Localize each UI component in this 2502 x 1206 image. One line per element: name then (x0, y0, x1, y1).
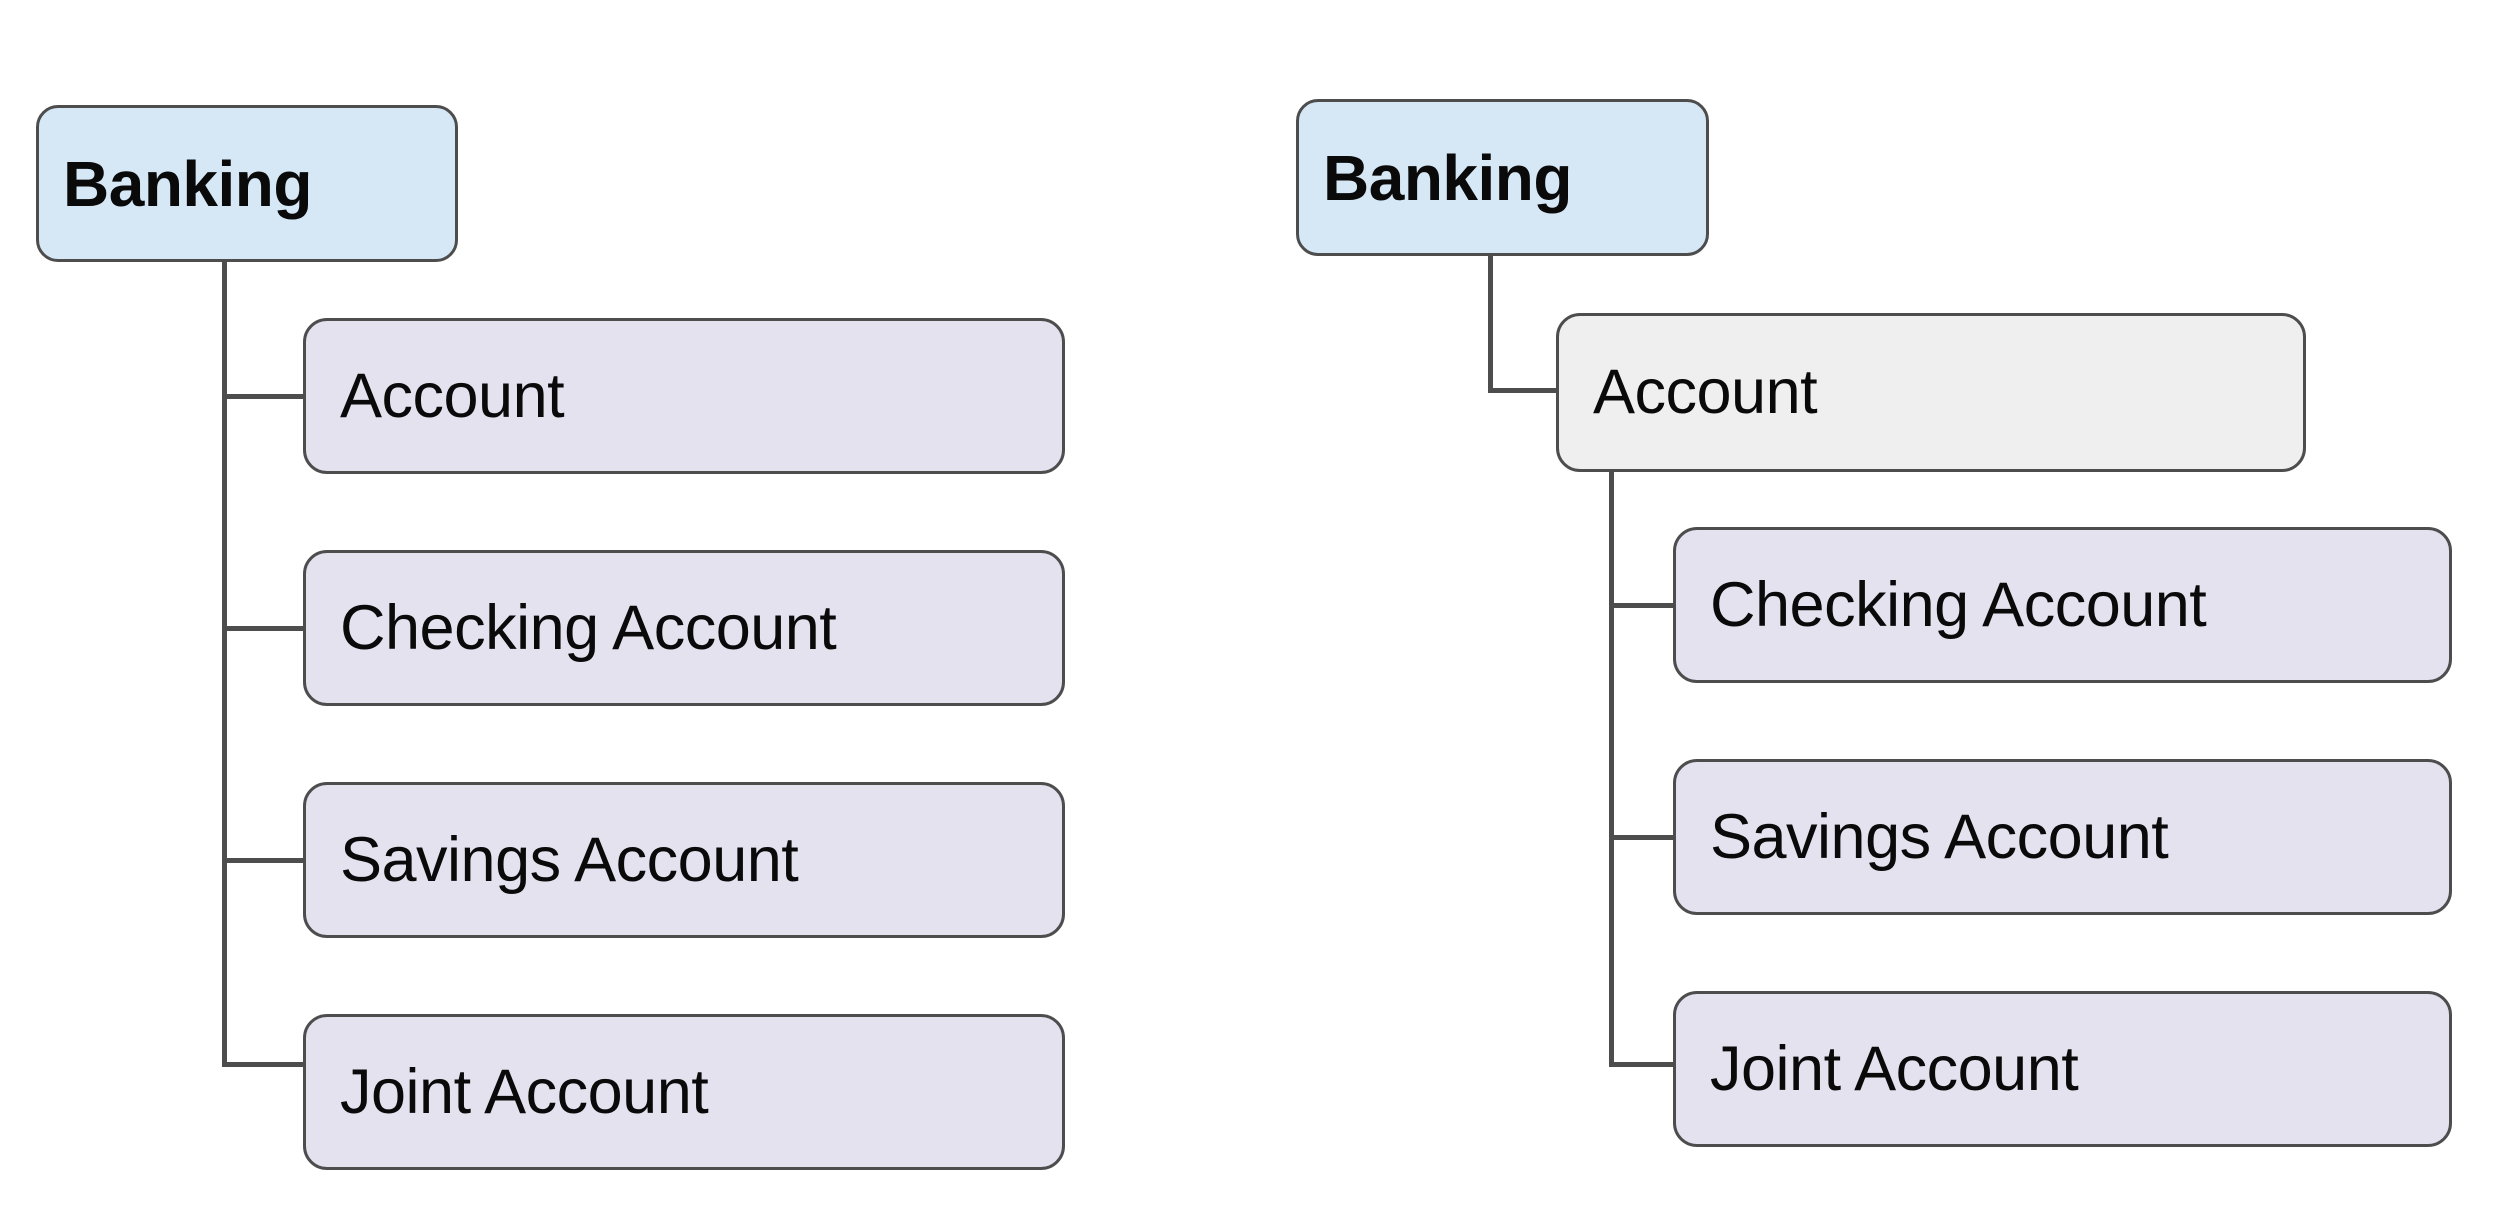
flat-tree-child-node-1[interactable]: Account (303, 318, 1065, 474)
nested-tree-child-connector-3 (1609, 1062, 1679, 1067)
flat-tree-child-label-4: Joint Account (340, 1056, 709, 1127)
nested-tree-root-label: Banking (1323, 141, 1572, 214)
flat-tree-connector-4 (222, 1062, 306, 1067)
flat-tree-child-label-2: Checking Account (340, 592, 837, 663)
nested-tree-child-connector-1 (1609, 603, 1679, 608)
flat-tree-root-label: Banking (63, 147, 312, 220)
nested-tree-branch-spine (1609, 472, 1614, 1067)
flat-tree-connector-3 (222, 858, 306, 863)
nested-tree-child-node-3[interactable]: Joint Account (1673, 991, 2452, 1147)
nested-tree-child-node-1[interactable]: Checking Account (1673, 527, 2452, 683)
flat-tree-child-label-3: Savings Account (340, 824, 799, 895)
flat-tree-connector-2 (222, 626, 306, 631)
flat-tree-root-node[interactable]: Banking (36, 105, 458, 262)
flat-tree-spine (222, 262, 227, 1067)
nested-tree-root-connector (1488, 388, 1560, 393)
flat-tree-child-node-2[interactable]: Checking Account (303, 550, 1065, 706)
nested-tree-root-node[interactable]: Banking (1296, 99, 1709, 256)
nested-tree-child-connector-2 (1609, 835, 1679, 840)
flat-tree-child-label-1: Account (340, 360, 565, 431)
flat-tree-child-node-3[interactable]: Savings Account (303, 782, 1065, 938)
flat-tree-child-node-4[interactable]: Joint Account (303, 1014, 1065, 1170)
nested-tree-branch-node[interactable]: Account (1556, 313, 2306, 472)
nested-tree-child-label-3: Joint Account (1710, 1033, 2079, 1104)
nested-tree-child-node-2[interactable]: Savings Account (1673, 759, 2452, 915)
nested-tree-child-label-2: Savings Account (1710, 801, 2169, 872)
nested-tree-root-spine (1488, 256, 1493, 393)
nested-tree-branch-label: Account (1593, 357, 1818, 427)
nested-tree-child-label-1: Checking Account (1710, 569, 2207, 640)
flat-tree-connector-1 (222, 394, 306, 399)
